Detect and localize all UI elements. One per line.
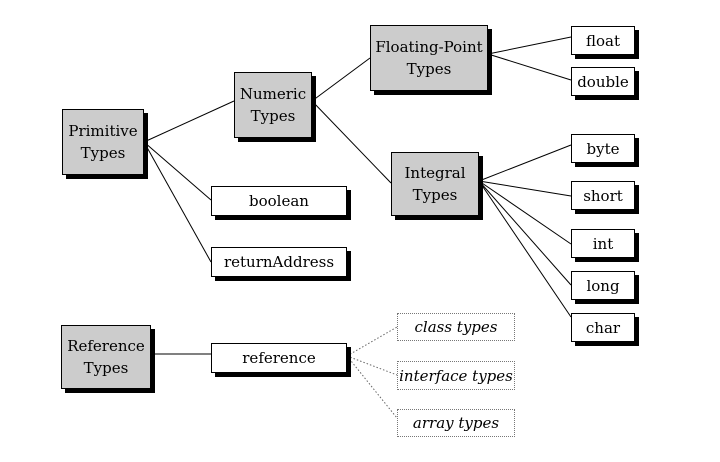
interface-types-node: interface types [397, 361, 515, 390]
primitive-types-label-line2: Types [80, 144, 126, 162]
array-types-node: array types [397, 409, 515, 437]
connector-primitive-boolean [143, 141, 212, 201]
primitive-types-label-line1: Primitive [68, 122, 138, 140]
numeric-types-label-line1: Numeric [239, 85, 307, 103]
class-types-node: class types [397, 313, 515, 341]
long-node: long [571, 271, 635, 300]
connector-numeric-integral [311, 100, 392, 184]
reference-types-node: Reference Types [61, 325, 151, 389]
byte-node: byte [571, 134, 635, 163]
connector-integral-int [478, 180, 572, 245]
reference-types-label-line2: Types [83, 359, 129, 377]
short-node: short [571, 181, 635, 210]
floating-point-types-node: Floating-Point Types [370, 25, 488, 91]
boolean-node: boolean [211, 186, 347, 216]
connector-reference-interface_types [346, 355, 398, 376]
connector-integral-short [478, 180, 572, 197]
connector-reference-class_types [346, 326, 398, 357]
integral-types-label-line2: Types [412, 186, 458, 204]
double-node: double [571, 67, 635, 96]
connector-reference-array_types [346, 355, 398, 419]
numeric-types-node: Numeric Types [234, 72, 312, 138]
reference-types-label-line1: Reference [67, 337, 145, 355]
connector-floating-double [487, 53, 572, 81]
char-node: char [571, 313, 635, 342]
connector-primitive-returnAddress [143, 141, 212, 263]
connector-integral-char [478, 180, 572, 318]
return-address-node: returnAddress [211, 247, 347, 277]
floating-point-types-label-line1: Floating-Point [375, 38, 483, 56]
int-node: int [571, 229, 635, 258]
float-node: float [571, 26, 635, 55]
connector-floating-float [487, 36, 572, 55]
connector-numeric-floating [311, 57, 371, 102]
integral-types-label-line1: Integral [404, 164, 466, 182]
connector-primitive-numeric [143, 100, 235, 143]
numeric-types-label-line2: Types [250, 107, 296, 125]
connector-integral-long [478, 180, 572, 286]
floating-point-types-label-line2: Types [406, 60, 452, 78]
primitive-types-node: Primitive Types [62, 109, 144, 175]
connector-integral-byte [478, 144, 572, 182]
integral-types-node: Integral Types [391, 152, 479, 216]
reference-node: reference [211, 343, 347, 373]
